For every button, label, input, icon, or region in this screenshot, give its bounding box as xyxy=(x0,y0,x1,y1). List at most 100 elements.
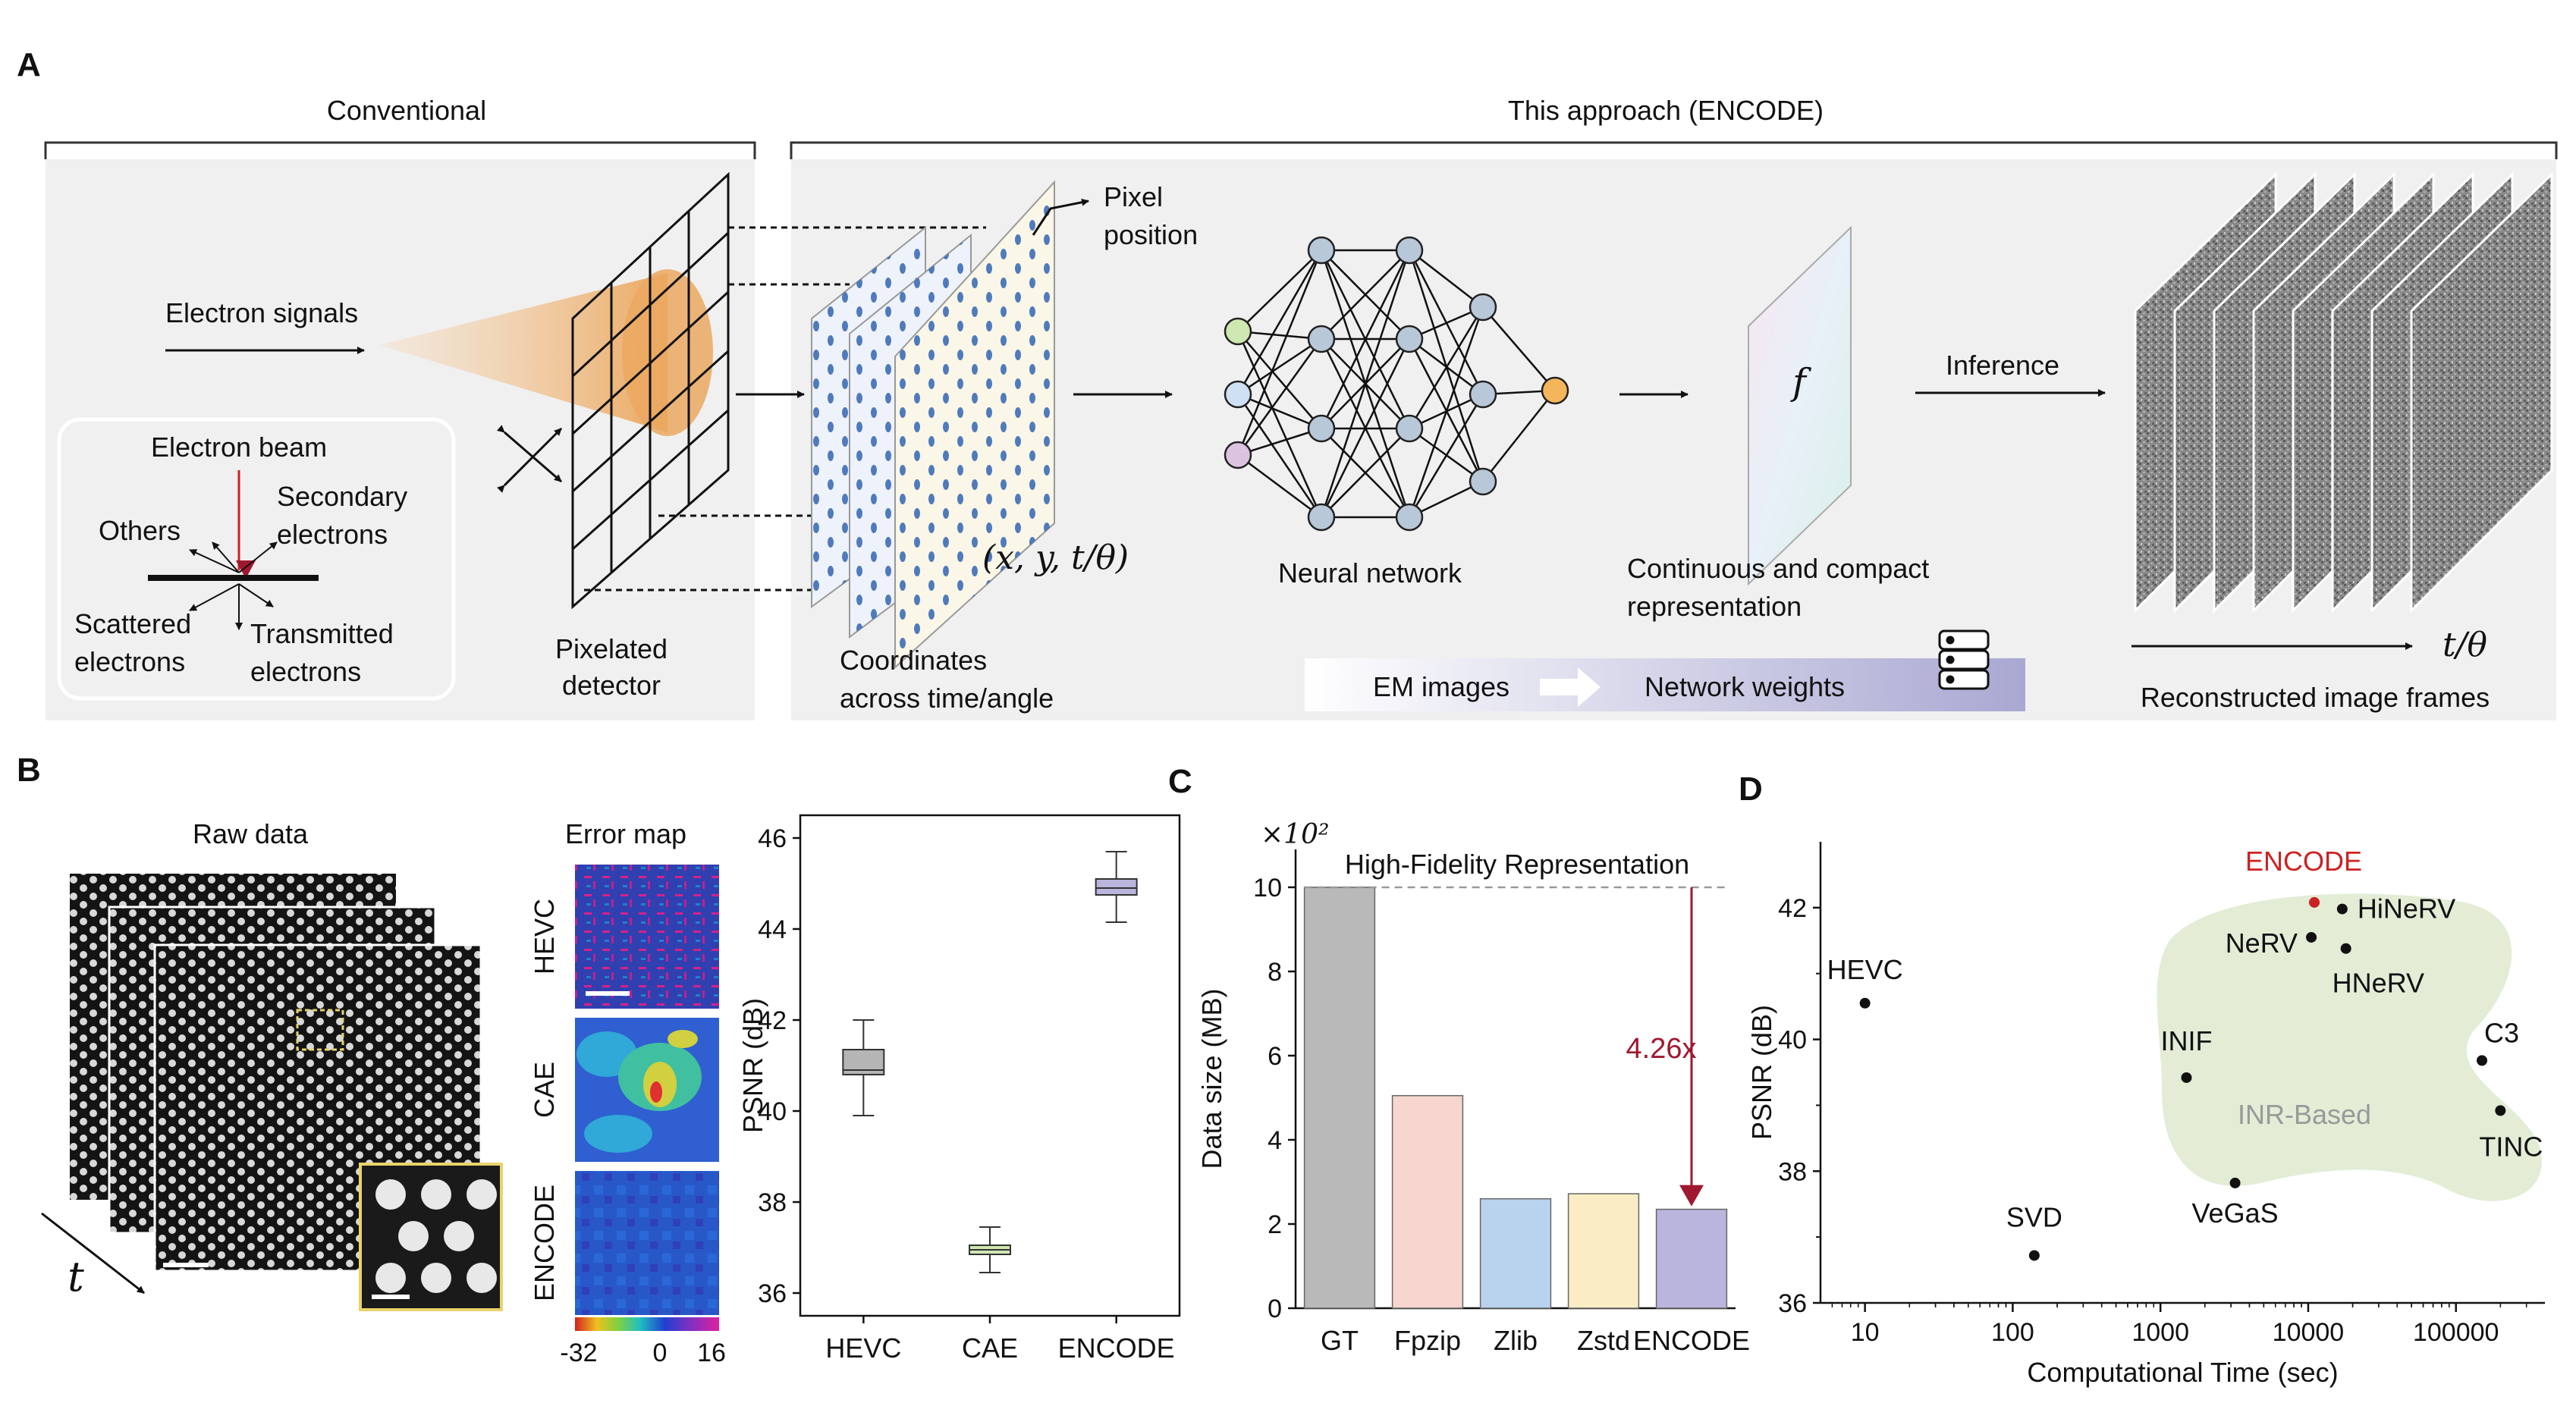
bar-xtick-label: Zlib xyxy=(1494,1325,1538,1356)
point-label-hnerv: HNeRV xyxy=(2333,968,2424,999)
beam-spot xyxy=(622,269,713,436)
error-map-cae xyxy=(575,1018,719,1162)
nn-edge xyxy=(1237,337,1322,396)
nn-hidden-node xyxy=(1395,236,1424,265)
box-encode xyxy=(1095,878,1138,896)
transmitted-label-2: electrons xyxy=(250,656,361,687)
nn-input-node xyxy=(1224,317,1252,346)
pixelated-label-2: detector xyxy=(562,670,661,701)
bar-ytick-label: 4 xyxy=(1268,1126,1282,1155)
boxplot-ytick-label: 46 xyxy=(758,824,787,853)
secondary-label-2: electrons xyxy=(277,519,388,550)
error-row-hevc: HEVC xyxy=(529,899,560,975)
scatter-xtick-label: 100 xyxy=(1991,1318,2034,1347)
panel-label-b: B xyxy=(17,752,41,789)
scatter-xlabel: Computational Time (sec) xyxy=(2027,1357,2338,1388)
point-hnerv xyxy=(2340,943,2351,954)
bar-zstd xyxy=(1567,1193,1640,1309)
panel-label-a: A xyxy=(17,46,41,83)
nn-hidden-node xyxy=(1469,380,1497,409)
nn-edge xyxy=(1237,393,1322,430)
inference-label: Inference xyxy=(1946,350,2059,381)
bar-ytick-label: 0 xyxy=(1268,1295,1282,1323)
bar-gt xyxy=(1303,887,1376,1309)
nn-edge xyxy=(1236,250,1323,456)
point-label-inif: INIF xyxy=(2160,1025,2212,1056)
scatter-xtick-label: 1000 xyxy=(2131,1318,2189,1347)
neural-network xyxy=(1224,236,1569,532)
point-encode xyxy=(2309,896,2320,908)
pixelated-label-1: Pixelated xyxy=(555,633,668,664)
bar-xtick-label: Zstd xyxy=(1577,1325,1630,1356)
nn-edge xyxy=(1236,331,1323,518)
boxplot-ytick-label: 40 xyxy=(758,1097,787,1126)
colorbar-tick-min: -32 xyxy=(560,1339,597,1367)
neural-network-label: Neural network xyxy=(1278,557,1462,589)
coordinate-planes xyxy=(811,180,1055,670)
inr-region-label: INR-Based xyxy=(2238,1099,2371,1130)
nn-edge xyxy=(1237,250,1322,332)
point-vegas xyxy=(2229,1177,2241,1188)
error-colorbar xyxy=(575,1317,719,1331)
nn-input-node xyxy=(1224,380,1252,409)
electron-beam-cone xyxy=(379,273,668,432)
nn-hidden-node xyxy=(1307,503,1336,532)
t-arrow xyxy=(41,1212,145,1295)
others-label: Others xyxy=(99,515,181,546)
nn-hidden-node xyxy=(1469,293,1497,322)
nn-edge xyxy=(1237,330,1322,341)
reduction-arrow-head xyxy=(1679,1185,1704,1207)
boxplot-ytick-label: 44 xyxy=(758,915,787,944)
reconstructed-frame xyxy=(2410,171,2553,614)
scatter-xtick-label: 10000 xyxy=(2273,1318,2345,1347)
bar-ytick-label: 6 xyxy=(1268,1042,1282,1071)
pixel-position-arrow xyxy=(1032,198,1089,236)
electron-beam-label: Electron beam xyxy=(151,432,327,463)
pixelated-detector xyxy=(571,171,730,610)
boxplot-ytick-label: 36 xyxy=(758,1279,787,1308)
double-arrow-icon xyxy=(496,425,563,493)
compression-band xyxy=(1305,658,2025,711)
bar-ytick-label: 8 xyxy=(1268,958,1282,987)
pixel-position-label-2: position xyxy=(1104,219,1198,250)
t-label: t xyxy=(68,1253,84,1301)
scatter-arrows xyxy=(189,541,278,630)
boxplot-ytick-label: 42 xyxy=(758,1006,787,1035)
error-map-hevc xyxy=(575,865,719,1009)
nn-hidden-node xyxy=(1307,414,1336,443)
reference-label: High-Fidelity Representation xyxy=(1345,849,1689,880)
scatter-xtick-label: 10 xyxy=(1851,1318,1880,1347)
server-icon xyxy=(1938,629,1990,690)
nn-edge xyxy=(1320,250,1411,518)
scatter-ytick-label: 36 xyxy=(1778,1289,1807,1318)
point-inif xyxy=(2181,1072,2192,1083)
point-svd xyxy=(2028,1250,2040,1261)
nn-edge xyxy=(1320,250,1411,429)
boxplot-xtick-label: HEVC xyxy=(825,1332,901,1364)
function-plane xyxy=(1748,225,1852,586)
scatter-ytick-label: 42 xyxy=(1778,894,1807,923)
reduction-annotation: 4.26x xyxy=(1626,1033,1697,1065)
scatter-ytick-label: 38 xyxy=(1778,1157,1807,1186)
nn-hidden-node xyxy=(1395,325,1424,353)
pixel-position-label-1: Pixel xyxy=(1104,181,1163,212)
error-row-encode: ENCODE xyxy=(529,1185,560,1301)
raw-data-stack xyxy=(70,874,503,1311)
point-label-hevc: HEVC xyxy=(1827,954,1903,985)
nn-output-node xyxy=(1541,376,1569,405)
nn-hidden-node xyxy=(1469,467,1497,496)
continuous-label-1: Continuous and compact xyxy=(1627,553,1929,584)
point-hevc xyxy=(1859,997,1871,1009)
point-label-c3: C3 xyxy=(2484,1017,2519,1048)
coords-label-2: across time/angle xyxy=(840,683,1054,714)
nn-edge xyxy=(1408,306,1484,518)
nn-edge xyxy=(1408,394,1484,518)
bar-xtick-label: Fpzip xyxy=(1394,1325,1461,1356)
nn-edge xyxy=(1409,250,1484,308)
this-approach-title: This approach (ENCODE) xyxy=(1508,95,1824,126)
nn-edge xyxy=(1236,338,1323,456)
scatter-ylabel: PSNR (dB) xyxy=(1746,1005,1777,1140)
